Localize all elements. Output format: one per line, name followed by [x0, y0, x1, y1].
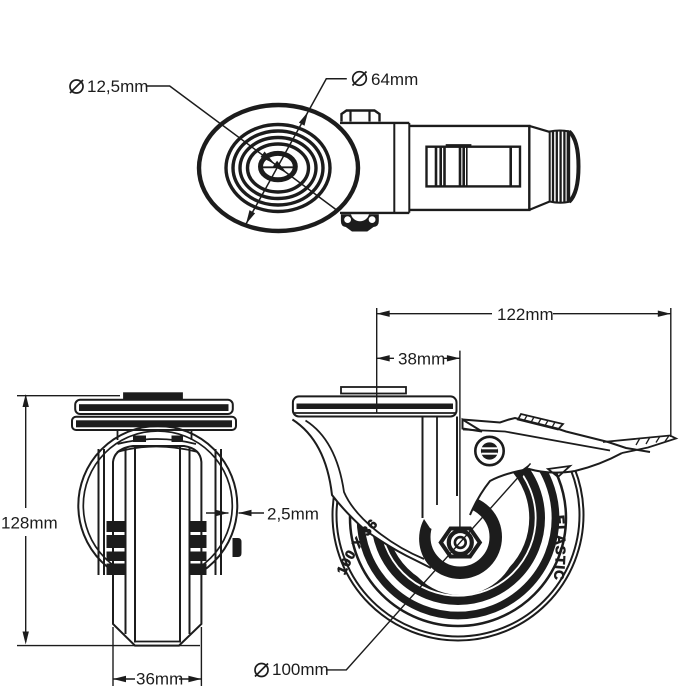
svg-text:12,5mm: 12,5mm	[87, 77, 148, 96]
svg-text:128mm: 128mm	[1, 514, 58, 533]
svg-text:64mm: 64mm	[371, 70, 418, 89]
svg-text:2,5mm: 2,5mm	[267, 505, 319, 524]
svg-text:38mm: 38mm	[398, 350, 445, 369]
svg-text:122mm: 122mm	[497, 305, 554, 324]
svg-text:ELASTIC: ELASTIC	[551, 515, 568, 582]
svg-text:100mm: 100mm	[272, 660, 329, 679]
svg-text:36mm: 36mm	[136, 670, 183, 689]
